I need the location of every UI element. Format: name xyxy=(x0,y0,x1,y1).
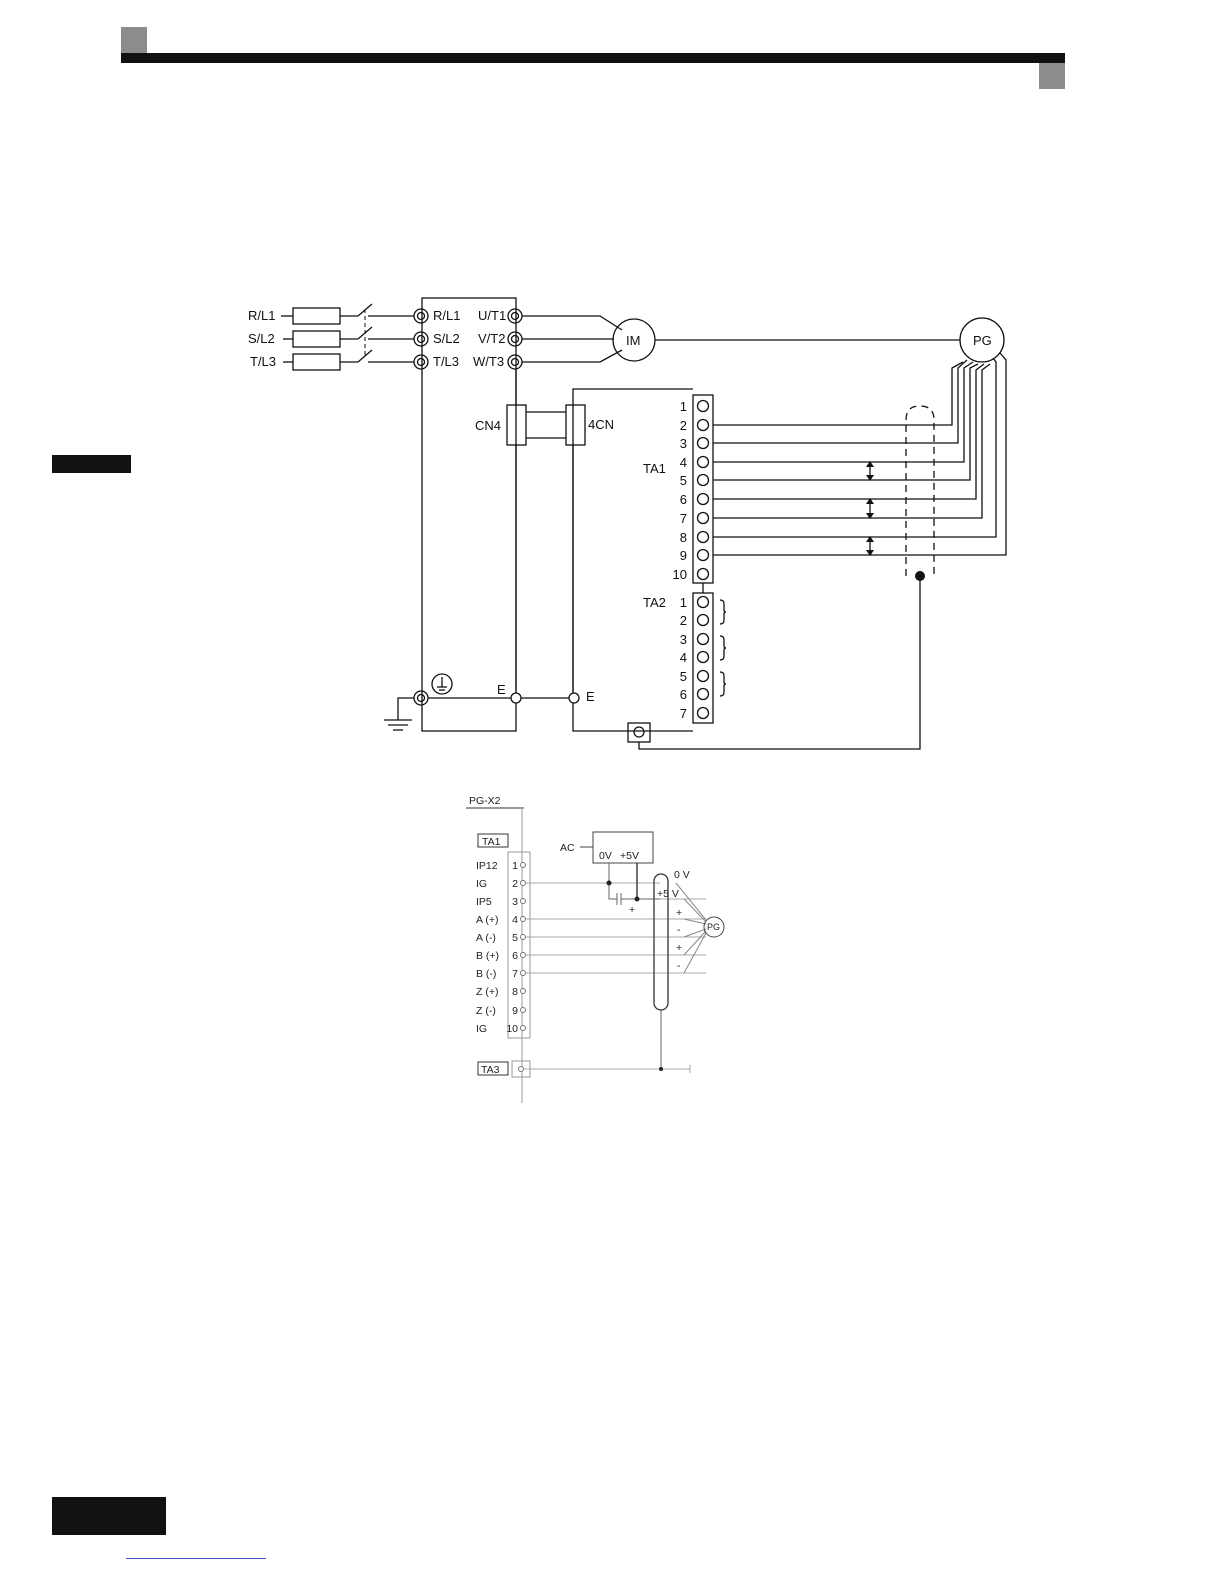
ac-plus-label: +5V xyxy=(620,850,639,862)
pg-x2-pin-label: 8 xyxy=(512,986,518,998)
pg-x2-terminal-6 xyxy=(521,953,526,958)
pg-x2-signal-label: Z (-) xyxy=(476,1005,496,1017)
pg-x2-signal-label: IG xyxy=(476,878,487,890)
encoder-label-small: PG xyxy=(707,922,720,932)
pg-x2-terminal-10 xyxy=(521,1026,526,1031)
pg-polarity-a-plus: + xyxy=(676,907,682,919)
pg-zero-label: 0 V xyxy=(674,869,690,881)
pg-x2-terminal-2 xyxy=(521,881,526,886)
pg-x2-signal-label: B (+) xyxy=(476,950,499,962)
pg-x2-terminal-5 xyxy=(521,935,526,940)
ta3-terminal xyxy=(519,1067,524,1072)
pg-x2-pin-label: 7 xyxy=(512,968,518,980)
pg-polarity-b-minus: - xyxy=(677,960,681,972)
pg-x2-terminal-3 xyxy=(521,899,526,904)
pg-x2-terminal-1 xyxy=(521,863,526,868)
pg-x2-pin-label: 6 xyxy=(512,950,518,962)
pg-polarity-a-minus: - xyxy=(677,924,681,936)
pg-x2-terminal-7 xyxy=(521,971,526,976)
cap-plus-label: + xyxy=(629,904,635,916)
pg-x2-terminal-8 xyxy=(521,989,526,994)
pg-x2-pin-label: 2 xyxy=(512,878,518,890)
pg-x2-pin-label: 9 xyxy=(512,1005,518,1017)
board-label: PG-X2 xyxy=(469,795,501,807)
pg-x2-signal-label: IP12 xyxy=(476,860,498,872)
pg-x2-pin-label: 10 xyxy=(506,1023,518,1035)
pg-x2-signal-label: IP5 xyxy=(476,896,492,908)
pg-polarity-b-plus: + xyxy=(676,942,682,954)
pg-x2-signal-label: A (+) xyxy=(476,914,498,926)
pg-x2-pin-label: 1 xyxy=(512,860,518,872)
pg-x2-pin-label: 3 xyxy=(512,896,518,908)
pg-x2-pin-label: 5 xyxy=(512,932,518,944)
ta1-box-label: TA1 xyxy=(482,836,501,848)
pg-x2-signal-label: IG xyxy=(476,1023,487,1035)
pg-x2-terminal-9 xyxy=(521,1008,526,1013)
pg-x2-terminal-4 xyxy=(521,917,526,922)
pg-x2-signal-label: A (-) xyxy=(476,932,496,944)
pg-x2-signal-label: Z (+) xyxy=(476,986,498,998)
ac-zero-label: 0V xyxy=(599,850,612,862)
ta3-box-label: TA3 xyxy=(481,1064,500,1076)
pg-x2-signal-label: B (-) xyxy=(476,968,496,980)
ac-label: AC xyxy=(560,842,575,854)
pg-plus-label: +5 V xyxy=(657,888,679,900)
pg-x2-pin-label: 4 xyxy=(512,914,518,926)
